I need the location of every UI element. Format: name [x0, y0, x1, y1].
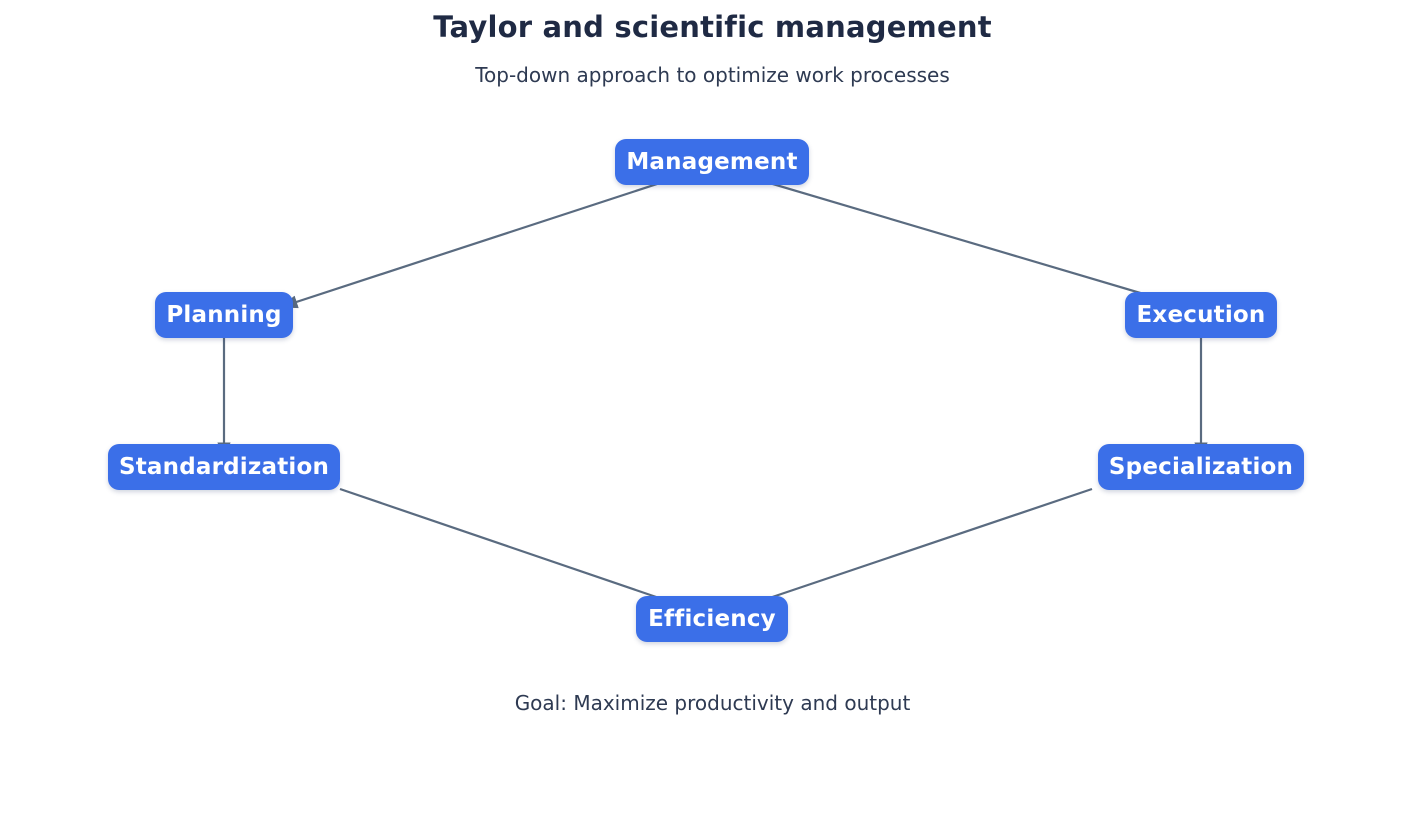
node-label: Standardization [118, 454, 330, 480]
node-label: Management [626, 149, 798, 175]
node-label: Efficiency [648, 606, 776, 632]
node-efficiency[interactable]: Efficiency [636, 596, 788, 642]
node-management[interactable]: Management [615, 139, 809, 185]
page-subtitle: Top-down approach to optimize work proce… [475, 63, 950, 87]
node-planning[interactable]: Planning [155, 292, 293, 338]
node-execution[interactable]: Execution [1125, 292, 1277, 338]
node-standardization[interactable]: Standardization [108, 444, 340, 490]
edge-management-planning [279, 164, 713, 309]
node-label: Execution [1136, 302, 1266, 328]
page-title: Taylor and scientific management [433, 10, 992, 44]
node-label: Specialization [1108, 454, 1294, 480]
node-specialization[interactable]: Specialization [1098, 444, 1304, 490]
edge-management-execution [711, 164, 1193, 310]
node-label: Planning [166, 302, 282, 328]
goal-caption: Goal: Maximize productivity and output [514, 691, 911, 715]
